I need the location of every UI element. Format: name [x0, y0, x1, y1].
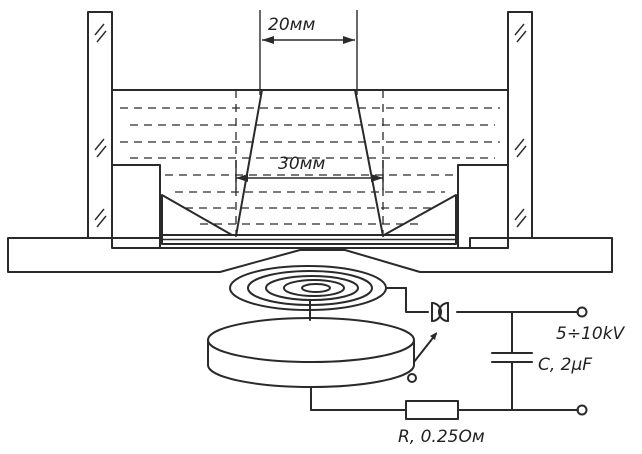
dimension-bottom: 30мм	[236, 154, 383, 182]
resistor-branch: R, 0.25Ом	[310, 386, 579, 447]
terminal-top	[576, 306, 588, 318]
resistor	[405, 400, 459, 420]
left-glass-wall	[87, 11, 113, 239]
capacitor: C, 2μF	[491, 311, 592, 411]
spark-gap	[405, 287, 579, 383]
disk-electrode	[207, 299, 415, 388]
dimension-top: 20мм	[262, 15, 355, 44]
cone-outline	[235, 10, 384, 237]
terminals: 5÷10kV	[556, 306, 626, 416]
terminal-bottom	[576, 404, 588, 416]
capacitor-label: C, 2μF	[538, 355, 592, 375]
right-glass-wall	[507, 11, 533, 239]
resistor-label: R, 0.25Ом	[398, 427, 485, 447]
membrane	[161, 234, 457, 245]
left-wedge	[161, 194, 233, 236]
left-support-block	[111, 164, 161, 249]
right-wedge	[383, 194, 457, 236]
bottom-width-label: 30мм	[278, 154, 325, 174]
right-support-block	[457, 164, 509, 249]
top-width-label: 20мм	[268, 15, 315, 35]
voltage-label: 5÷10kV	[556, 324, 626, 344]
spiral-coil	[229, 265, 407, 311]
